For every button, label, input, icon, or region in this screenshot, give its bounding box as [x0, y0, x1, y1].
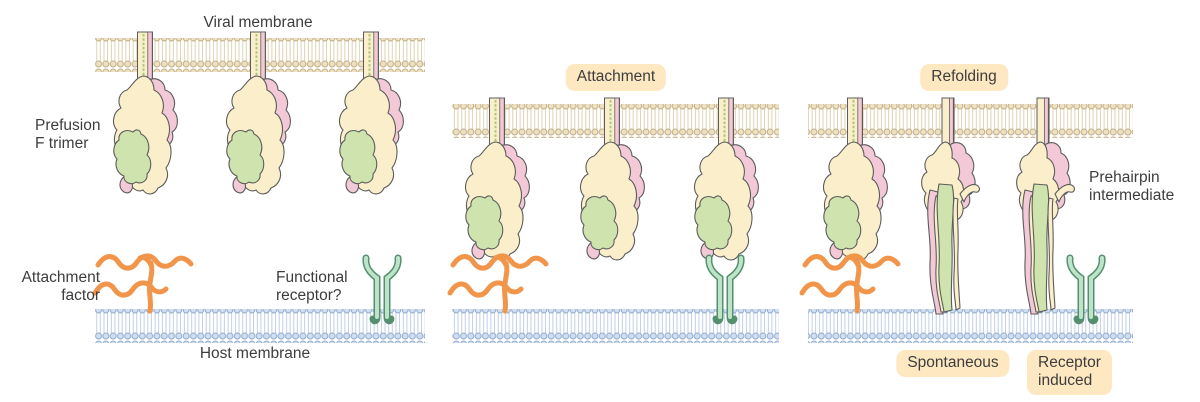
prefusion-f-trimer-label: Prefusion F trimer: [35, 117, 101, 152]
attachment-factor-label: Attachment factor: [21, 269, 100, 304]
prehairpin-intermediate-label: Prehairpin intermediate: [1089, 169, 1175, 204]
attachment-factor-glycan: [95, 256, 191, 311]
attachment-factor-glycan: [450, 256, 546, 311]
receptor-induced-badge: Receptor induced: [1027, 350, 1112, 395]
spontaneous-badge: Spontaneous: [896, 350, 1010, 377]
refolding-stage-badge: Refolding: [920, 64, 1008, 91]
attachment-stage-badge: Attachment: [565, 64, 667, 91]
viral-membrane-label: Viral membrane: [203, 14, 313, 31]
functional-receptor-label: Functional receptor?: [276, 269, 348, 304]
attachment-factor-glycan: [802, 256, 898, 311]
host-membrane: [452, 309, 779, 343]
host-membrane: [95, 309, 425, 343]
host-membrane-label: Host membrane: [199, 345, 311, 362]
